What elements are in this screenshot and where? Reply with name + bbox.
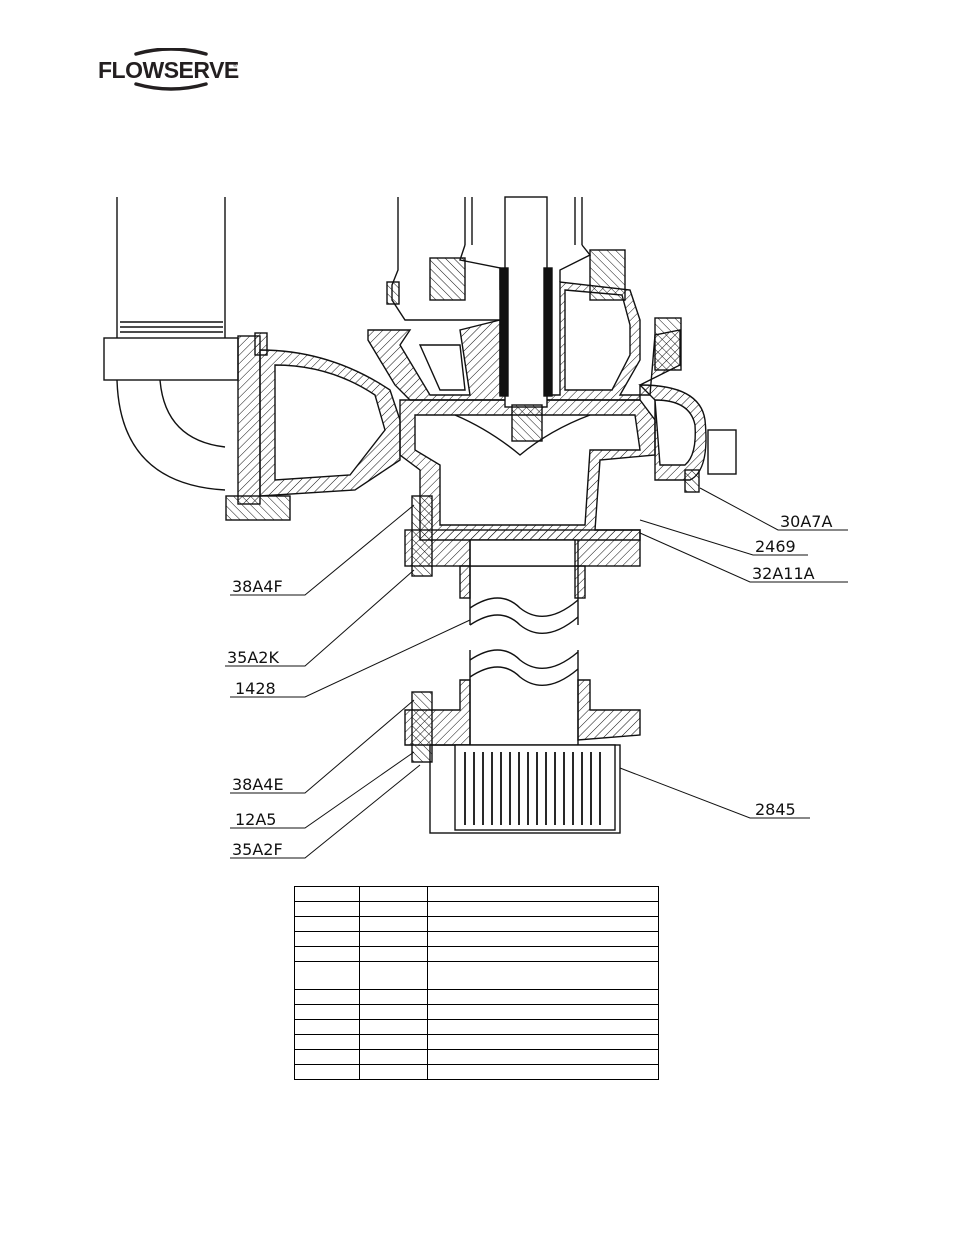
table-cell (427, 931, 659, 947)
table-row (294, 946, 659, 962)
callout-38A4E: 38A4E (232, 775, 284, 794)
table-cell (359, 1004, 428, 1020)
callout-2845: 2845 (755, 800, 796, 819)
table-cell (359, 931, 428, 947)
parts-list-table (294, 886, 659, 1080)
table-cell (294, 1049, 360, 1065)
table-cell (294, 886, 360, 902)
table-cell (359, 901, 428, 917)
table-row (294, 1034, 659, 1050)
callout-35A2K: 35A2K (227, 648, 279, 667)
table-cell (359, 1019, 428, 1035)
table-cell (359, 989, 428, 1005)
discharge-pipe (103, 197, 291, 521)
table-cell (294, 1034, 360, 1050)
table-row (294, 989, 659, 1005)
table-cell (359, 946, 428, 962)
table-row (294, 931, 659, 947)
table-cell (359, 1064, 428, 1080)
table-cell (359, 1049, 428, 1065)
table-cell (294, 946, 360, 962)
table-cell (294, 989, 360, 1005)
callout-38A4F: 38A4F (232, 577, 283, 596)
table-cell (427, 961, 659, 990)
table-row (294, 916, 659, 932)
leader-lines (225, 487, 848, 859)
table-cell (427, 1064, 659, 1080)
pump-sectional-drawing: 30A7A 2469 32A11A 38A4F 35A2K 1428 38A4E… (103, 196, 848, 859)
table-cell (427, 1004, 659, 1020)
volute-casing (259, 349, 737, 541)
table-cell (427, 946, 659, 962)
table-row (294, 886, 659, 902)
callout-32A11A: 32A11A (752, 564, 815, 583)
table-cell (427, 1034, 659, 1050)
table-cell (294, 961, 360, 990)
table-row (294, 1064, 659, 1080)
table-cell (427, 901, 659, 917)
table-row (294, 961, 659, 990)
table-cell (294, 1019, 360, 1035)
table-cell (427, 1019, 659, 1035)
table-cell (427, 886, 659, 902)
callout-1428: 1428 (235, 679, 276, 698)
table-row (294, 1049, 659, 1065)
callout-2469: 2469 (755, 537, 796, 556)
table-cell (359, 961, 428, 990)
table-cell (294, 901, 360, 917)
table-cell (359, 916, 428, 932)
suction-strainer (429, 744, 621, 834)
table-cell (294, 916, 360, 932)
brand-name: FLOWSERVE (98, 57, 239, 83)
callout-35A2F: 35A2F (232, 840, 283, 859)
column-flange-upper (404, 495, 641, 634)
table-cell (294, 1004, 360, 1020)
table-cell (427, 916, 659, 932)
motor-stool-and-shaft (367, 196, 682, 442)
table-cell (294, 1064, 360, 1080)
table-row (294, 901, 659, 917)
flowserve-logo: FLOWSERVE ® (98, 48, 239, 91)
registered-mark: ® (233, 62, 238, 69)
table-row (294, 1004, 659, 1020)
callout-30A7A: 30A7A (780, 512, 832, 531)
table-cell (359, 1034, 428, 1050)
column-flange-lower (404, 649, 641, 763)
table-cell (359, 886, 428, 902)
table-cell (427, 989, 659, 1005)
table-cell (294, 931, 360, 947)
callout-12A5: 12A5 (235, 810, 276, 829)
table-cell (427, 1049, 659, 1065)
table-row (294, 1019, 659, 1035)
